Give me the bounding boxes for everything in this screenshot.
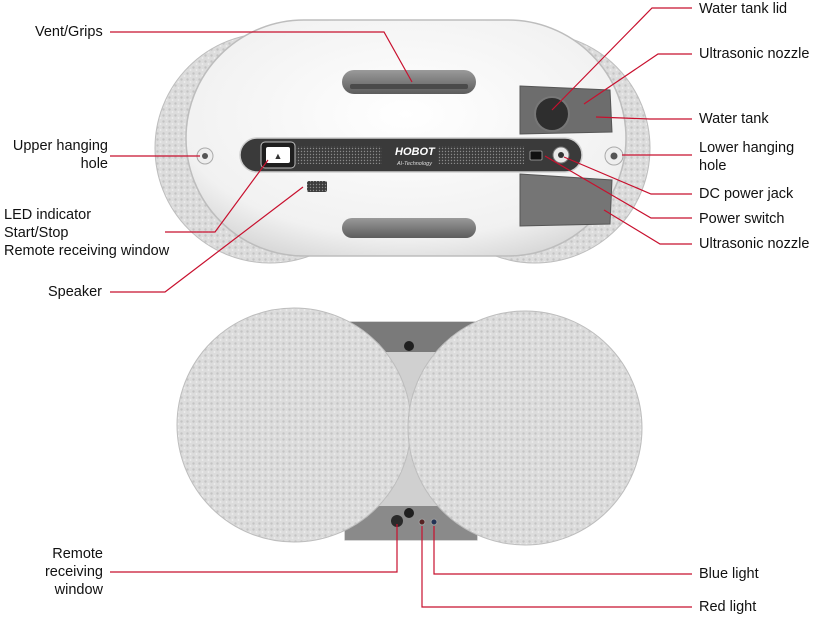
label-ultrasonic-nozzle-top: Ultrasonic nozzle [699, 46, 810, 62]
label-blue-light: Blue light [699, 566, 759, 582]
speaker-grille [307, 181, 327, 192]
pad-right-bottom [407, 310, 643, 546]
label-water-tank: Water tank [699, 111, 769, 127]
vent-grip-top [342, 70, 476, 94]
power-switch[interactable] [529, 150, 543, 161]
bottom-top-hole [404, 341, 414, 351]
brand-tagline: AI-Technology [396, 161, 433, 167]
bottom-view [176, 307, 643, 546]
label-dc-power-jack: DC power jack [699, 186, 794, 202]
water-tank-lid [534, 96, 570, 132]
pad-left-bottom [176, 307, 412, 543]
remote-receiving-window [391, 515, 403, 527]
bottom-center-hole [404, 508, 414, 518]
vent-grip-bottom [342, 218, 476, 238]
top-view: ▲ HOBOT AI-Technology [154, 19, 651, 264]
water-tank-cavity-bottom [519, 173, 613, 227]
label-power-switch: Power switch [699, 211, 785, 227]
label-red-light: Red light [699, 599, 757, 615]
blue-light [430, 518, 438, 526]
label-vent-grips: Vent/Grips [35, 24, 103, 40]
label-upper-hanging-hole: Upper hanging hole [12, 138, 108, 172]
label-remote-receiving-window: Remote receiving window [44, 546, 103, 598]
brand-logo: HOBOT [395, 146, 436, 158]
red-light [418, 518, 426, 526]
svg-text:▲: ▲ [274, 151, 283, 161]
leader-lines [110, 7, 692, 608]
label-water-tank-lid: Water tank lid [699, 1, 788, 17]
label-speaker: Speaker [48, 284, 103, 300]
label-ultrasonic-nozzle-bottom: Ultrasonic nozzle [699, 236, 810, 252]
label-lower-hanging-hole: Lower hanging hole [699, 140, 795, 174]
label-led-indicator: LED indicator Start/Stop Remote receivin… [4, 207, 170, 259]
